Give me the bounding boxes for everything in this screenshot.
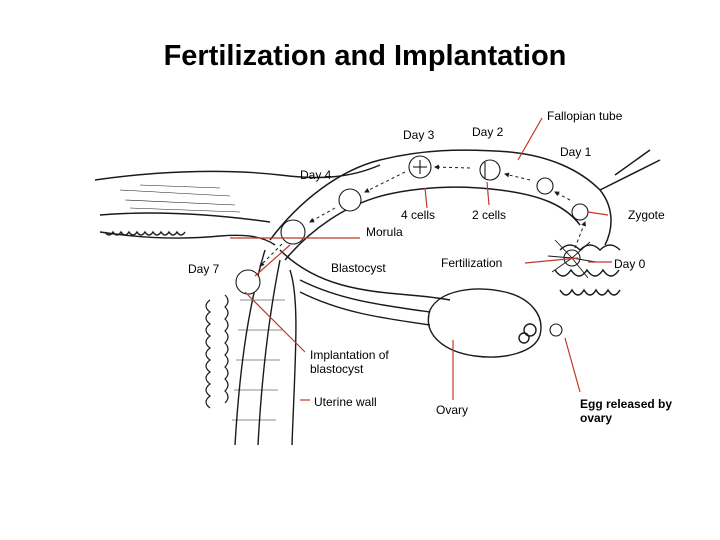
label-day4: Day 4 (300, 168, 332, 182)
label-zygote: Zygote (628, 208, 665, 222)
fallopian-tube (269, 149, 661, 301)
ovary-shape (299, 279, 542, 358)
embryo-cells (235, 155, 589, 337)
day1-cell (571, 203, 589, 221)
egg-cell (549, 323, 563, 337)
endometrium-lining (205, 294, 229, 409)
label-fertilization: Fertilization (441, 256, 503, 270)
leader-lines (230, 117, 612, 401)
label-day0: Day 0 (614, 257, 646, 271)
page-title: Fertilization and Implantation (163, 40, 567, 72)
label-ovary: Ovary (436, 403, 469, 417)
label-day1: Day 1 (560, 145, 592, 159)
label-day2: Day 2 (472, 125, 504, 139)
label-2-cells: 2 cells (472, 208, 507, 222)
label-4-cells: 4 cells (401, 208, 436, 222)
label-fallopian-tube: Fallopian tube (547, 109, 623, 123)
label-day3: Day 3 (403, 128, 435, 142)
two-cell (479, 159, 501, 181)
label-morula: Morula (366, 225, 403, 239)
morula-cell (280, 219, 306, 245)
day1b-cell (536, 177, 554, 195)
label-implantation: Implantation of blastocyst (310, 348, 389, 376)
label-day7: Day 7 (188, 262, 220, 276)
transport-arrows (259, 164, 586, 267)
label-egg-released: Egg released by ovary (580, 397, 673, 425)
sperm-cluster (547, 239, 597, 279)
day3-cell (338, 188, 362, 212)
label-blastocyst: Blastocyst (331, 261, 386, 275)
label-uterine-wall: Uterine wall (314, 395, 377, 409)
blastocyst-cell (235, 269, 261, 295)
uterus-wall (94, 164, 381, 446)
